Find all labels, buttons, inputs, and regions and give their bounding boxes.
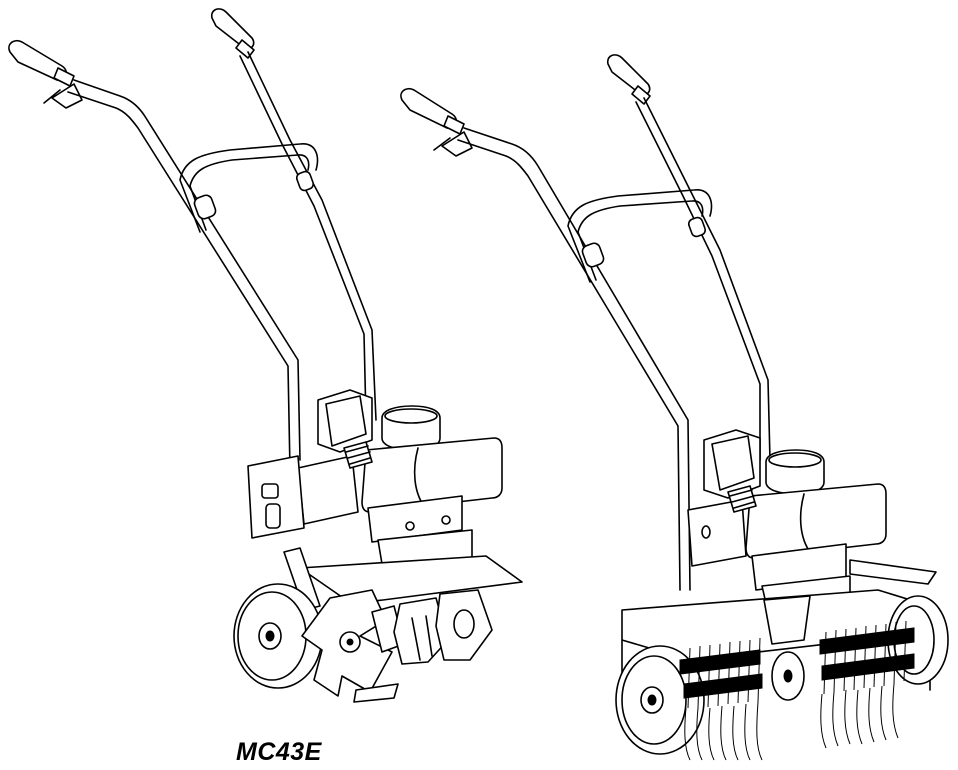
dethatcher-drawing bbox=[400, 54, 949, 761]
right-handle-grip bbox=[210, 8, 255, 59]
model-caption: MC43E bbox=[236, 738, 322, 766]
throttle-lever-2 bbox=[433, 131, 473, 157]
tine-shield bbox=[299, 555, 523, 605]
left-handle-grip bbox=[8, 39, 75, 87]
left-handle-grip-2 bbox=[400, 87, 465, 135]
right-handlebar bbox=[239, 51, 377, 421]
engine bbox=[247, 405, 503, 577]
tiller-tines bbox=[301, 589, 493, 703]
transport-wheel bbox=[233, 583, 323, 689]
left-handlebar bbox=[67, 79, 301, 471]
left-handlebar-2 bbox=[457, 127, 691, 591]
engine-2 bbox=[687, 449, 937, 613]
throttle-lever bbox=[43, 83, 83, 109]
right-handlebar-2 bbox=[635, 97, 771, 461]
upper-crossbar-2 bbox=[567, 189, 713, 283]
tiller-drawing bbox=[8, 8, 523, 703]
dethatcher-tines bbox=[679, 620, 915, 761]
right-handle-grip-2 bbox=[606, 54, 651, 105]
upper-crossbar bbox=[179, 143, 319, 233]
